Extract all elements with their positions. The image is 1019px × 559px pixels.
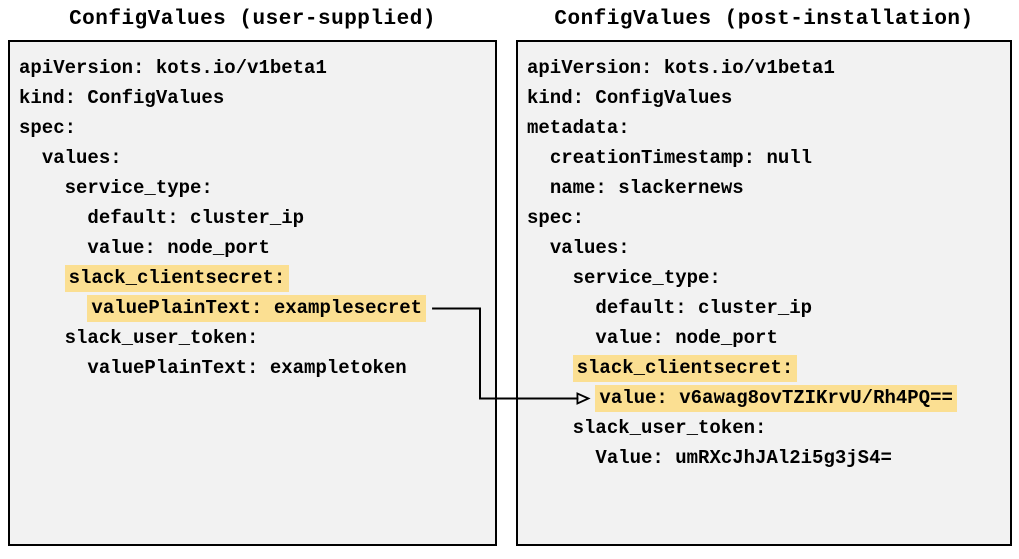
code-indent	[19, 177, 65, 199]
code-line: spec:	[19, 113, 486, 143]
code-line: default: cluster_ip	[19, 203, 486, 233]
code-line: slack_clientsecret:	[19, 263, 486, 293]
code-text: name: slackernews	[549, 177, 744, 199]
code-indent	[527, 447, 595, 469]
code-indent	[19, 147, 42, 169]
code-line: value: v6awag8ovTZIKrvU/Rh4PQ==	[527, 383, 1001, 413]
code-indent	[527, 297, 595, 319]
panel-title-post-installation: ConfigValues (post-installation)	[554, 8, 974, 31]
code-line: slack_clientsecret:	[527, 353, 1001, 383]
code-text: apiVersion: kots.io/v1beta1	[19, 57, 327, 79]
code-line: slack_user_token:	[19, 323, 486, 353]
code-indent	[19, 207, 87, 229]
code-line: kind: ConfigValues	[19, 83, 486, 113]
code-line: metadata:	[527, 113, 1001, 143]
code-line: spec:	[527, 203, 1001, 233]
code-text: kind: ConfigValues	[527, 87, 733, 109]
code-indent	[527, 177, 550, 199]
code-indent	[527, 417, 573, 439]
code-text: Value: umRXcJhJAl2i5g3jS4=	[595, 447, 892, 469]
highlighted-code-text: value: v6awag8ovTZIKrvU/Rh4PQ==	[595, 385, 957, 412]
config-panel-user-supplied: apiVersion: kots.io/v1beta1 kind: ConfigV…	[8, 40, 497, 546]
code-indent	[19, 357, 87, 379]
code-line: value: node_port	[527, 323, 1001, 353]
code-indent	[527, 327, 595, 349]
code-indent	[527, 357, 573, 379]
code-line: service_type:	[19, 173, 486, 203]
code-line: values:	[19, 143, 486, 173]
code-text: metadata:	[527, 117, 630, 139]
code-indent	[19, 237, 87, 259]
code-indent	[527, 387, 595, 409]
code-line: kind: ConfigValues	[527, 83, 1001, 113]
code-text: kind: ConfigValues	[19, 87, 225, 109]
code-line: Value: umRXcJhJAl2i5g3jS4=	[527, 443, 1001, 473]
code-text: value: node_port	[595, 327, 778, 349]
code-text: service_type:	[572, 267, 721, 289]
code-text: values:	[549, 237, 630, 259]
code-text: default: cluster_ip	[595, 297, 813, 319]
code-indent	[19, 327, 65, 349]
code-indent	[19, 267, 65, 289]
code-indent	[19, 297, 87, 319]
highlighted-code-text: valuePlainText: examplesecret	[87, 295, 427, 322]
code-indent	[527, 267, 573, 289]
code-text: service_type:	[64, 177, 213, 199]
code-text: valuePlainText: exampletoken	[87, 357, 407, 379]
code-text: slack_user_token:	[572, 417, 767, 439]
code-text: value: node_port	[87, 237, 270, 259]
code-indent	[527, 147, 550, 169]
code-line: name: slackernews	[527, 173, 1001, 203]
code-line: service_type:	[527, 263, 1001, 293]
code-text: values:	[41, 147, 122, 169]
code-line: apiVersion: kots.io/v1beta1	[19, 53, 486, 83]
code-line: value: node_port	[19, 233, 486, 263]
code-text: apiVersion: kots.io/v1beta1	[527, 57, 835, 79]
panel-title-user-supplied: ConfigValues (user-supplied)	[69, 8, 436, 31]
code-text: spec:	[527, 207, 585, 229]
code-text: creationTimestamp: null	[549, 147, 813, 169]
code-text: default: cluster_ip	[87, 207, 305, 229]
code-line: apiVersion: kots.io/v1beta1	[527, 53, 1001, 83]
code-line: creationTimestamp: null	[527, 143, 1001, 173]
highlighted-code-text: slack_clientsecret:	[64, 265, 290, 292]
code-indent	[527, 237, 550, 259]
code-text: slack_user_token:	[64, 327, 259, 349]
code-line: default: cluster_ip	[527, 293, 1001, 323]
code-line: valuePlainText: exampletoken	[19, 353, 486, 383]
code-line: slack_user_token:	[527, 413, 1001, 443]
code-line: valuePlainText: examplesecret	[19, 293, 486, 323]
code-text: spec:	[19, 117, 77, 139]
code-line: values:	[527, 233, 1001, 263]
config-panel-post-installation: apiVersion: kots.io/v1beta1 kind: ConfigV…	[516, 40, 1012, 546]
highlighted-code-text: slack_clientsecret:	[572, 355, 798, 382]
